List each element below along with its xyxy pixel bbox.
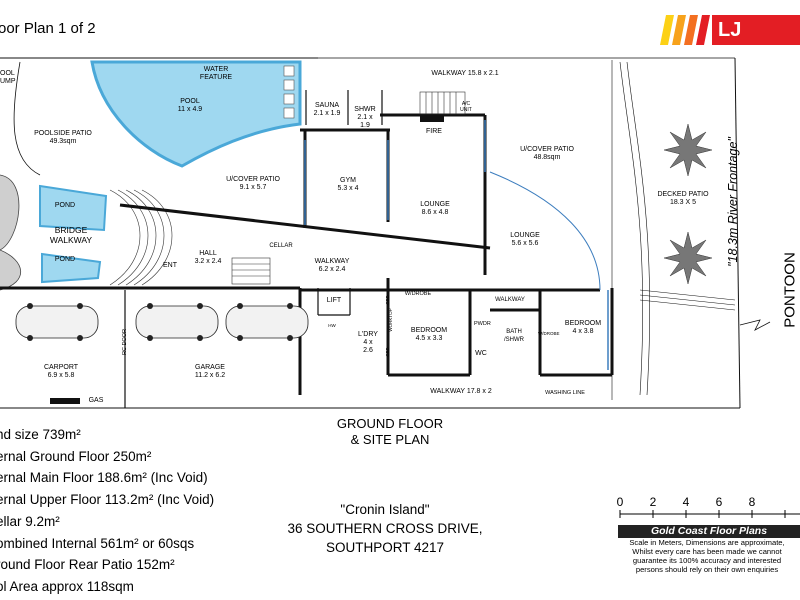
stat-main-floor: ernal Main Floor 188.6m² (Inc Void) bbox=[0, 470, 208, 486]
stat-cellar: ellar 9.2m² bbox=[0, 513, 60, 529]
room-entry: ENT bbox=[163, 262, 177, 269]
scale-bar: 0 2 4 6 8 bbox=[617, 495, 800, 518]
room-gas: GAS bbox=[88, 397, 104, 404]
room-cellar: CELLAR bbox=[269, 243, 293, 249]
stat-combined: ombined Internal 561m² or 60sqs bbox=[0, 535, 195, 551]
room-bath-shwr: BATH/SHWR bbox=[504, 329, 524, 343]
stat-upper-floor: ernal Upper Floor 113.2m² (Inc Void) bbox=[0, 492, 215, 508]
stat-pool-area: ol Area approx 118sqm bbox=[0, 578, 134, 594]
stat-rear-patio: round Floor Rear Patio 152m² bbox=[0, 557, 175, 573]
stat-ground-floor: ernal Ground Floor 250m² bbox=[0, 448, 152, 464]
brand-logo: LJ Hooker bbox=[712, 15, 800, 45]
pontoon-label: PONTOON bbox=[781, 252, 799, 328]
scale-tick-label: 6 bbox=[716, 495, 723, 509]
room-washing-line: WASHING LINE bbox=[545, 390, 585, 396]
room-worktop: WORKTOP bbox=[388, 308, 393, 332]
room-wc: WC bbox=[475, 350, 487, 357]
river-frontage-label: "18.3m River Frontage" bbox=[726, 137, 740, 267]
stat-land-size: nd size 739m² bbox=[0, 427, 81, 442]
room-hot-water: HW bbox=[328, 323, 336, 328]
room-pond-lower: POND bbox=[54, 256, 76, 263]
room-rc-door: RC DOOR bbox=[122, 329, 128, 355]
room-walkway-bottom: WALKWAY 17.8 x 2 bbox=[430, 388, 492, 395]
scale-tick-label: 0 bbox=[617, 495, 624, 509]
property-address: "Cronin Island" 36 SOUTHERN CROSS DRIVE,… bbox=[287, 502, 483, 555]
area-stats: nd size 739m² ernal Ground Floor 250m² e… bbox=[0, 424, 214, 598]
scale-tick-label: 8 bbox=[749, 495, 756, 509]
room-pwdr: PWDR bbox=[474, 321, 491, 327]
room-wdrobe: W/DROBE bbox=[404, 291, 432, 297]
disclaimer: Scale in Meters, Dimensions are approxim… bbox=[629, 538, 785, 574]
room-lift: LIFT bbox=[326, 297, 342, 304]
scale-tick-label: 4 bbox=[683, 495, 690, 509]
scale-tick-label: 2 bbox=[650, 495, 657, 509]
room-cupboard: CBD bbox=[385, 347, 390, 357]
site-plan-title: GROUND FLOOR & SITE PLAN bbox=[336, 416, 444, 447]
room-walkway-top: WALKWAY 15.8 x 2.1 bbox=[431, 70, 499, 77]
plan-title: oor Plan 1 of 2 bbox=[0, 20, 96, 37]
brand-logo-stripes bbox=[660, 15, 710, 45]
room-walkway-right: WALKWAY bbox=[495, 297, 525, 303]
room-fire: FIRE bbox=[426, 128, 442, 135]
floor-plan bbox=[0, 57, 771, 409]
company-name: Gold Coast Floor Plans bbox=[618, 525, 800, 538]
room-pond-upper: POND bbox=[54, 202, 76, 209]
room-wdrobe-2: W/DROBE bbox=[538, 331, 560, 336]
